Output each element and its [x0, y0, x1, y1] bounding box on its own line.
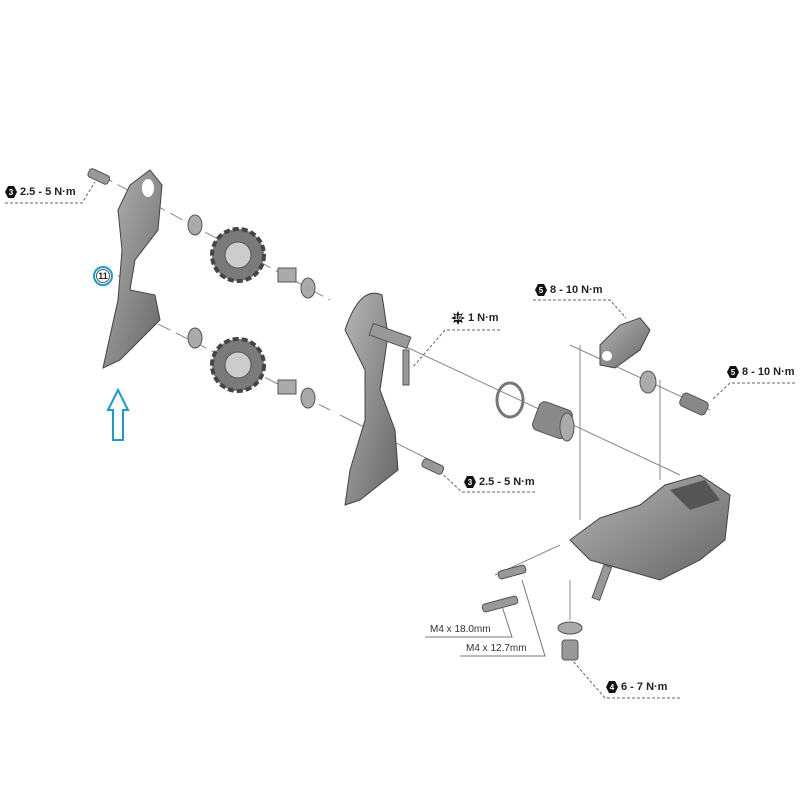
- torque-value: 6 - 7 N·m: [621, 681, 668, 693]
- hex-badge-icon: 4: [606, 681, 618, 693]
- torque-value: 2.5 - 5 N·m: [479, 476, 535, 488]
- highlight-arrow: [106, 387, 130, 441]
- star-badge-icon: 10: [451, 311, 465, 325]
- bolt-size-label: M4 x 18.0mm: [430, 624, 491, 635]
- torque-value: 1 N·m: [468, 312, 499, 324]
- torque-value: 8 - 10 N·m: [742, 366, 795, 378]
- hex-badge-icon: 3: [464, 476, 476, 488]
- hex-badge-icon: 5: [727, 366, 739, 378]
- upper-pulley: [210, 227, 266, 283]
- torque-value: 2.5 - 5 N·m: [20, 186, 76, 198]
- callout-number: 11: [96, 269, 110, 283]
- hex-badge-icon: 5: [535, 284, 547, 296]
- bolt-leader-lines: [118, 275, 546, 657]
- mounting-bolt: [679, 392, 709, 416]
- washers: [187, 214, 657, 635]
- bolt-size-label: M4 x 12.7mm: [466, 643, 527, 654]
- b-bracket: [599, 317, 651, 369]
- inner-cage-plate: [344, 292, 399, 506]
- tension-spring: [532, 401, 575, 442]
- outer-cage-plate: [102, 169, 163, 369]
- lower-pulley: [210, 337, 266, 393]
- bushing: [277, 267, 297, 283]
- leader-lines: [5, 181, 795, 699]
- hex-badge-icon: 3: [5, 186, 17, 198]
- torque-value: 8 - 10 N·m: [550, 284, 603, 296]
- part-callout-11: 11: [93, 266, 113, 286]
- bushing: [277, 379, 297, 395]
- spring-ring: [495, 381, 525, 419]
